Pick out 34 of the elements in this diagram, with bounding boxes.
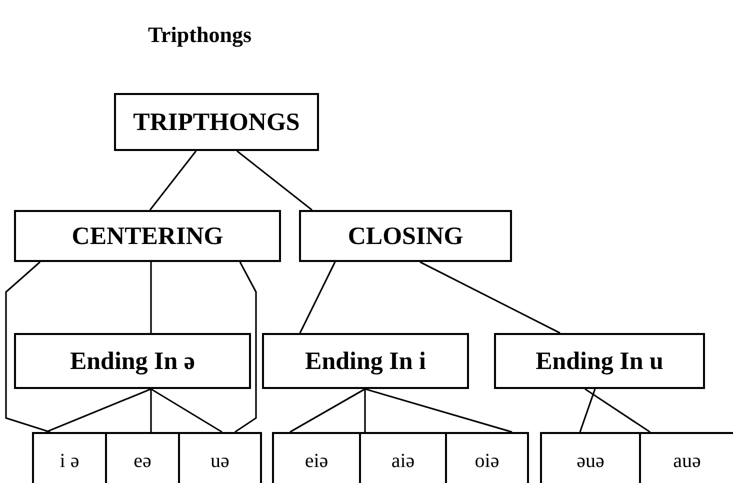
phoneme-text: i ə [60, 450, 80, 470]
connector-line [150, 262, 152, 333]
category-box [14, 333, 251, 389]
category-box [262, 333, 469, 389]
connector-line [420, 261, 560, 334]
phoneme-text: eiə [304, 450, 328, 470]
category-box [14, 210, 281, 262]
phoneme-box [540, 432, 641, 483]
connector-line [5, 261, 50, 433]
phoneme-box [445, 432, 529, 483]
phoneme-box [272, 432, 361, 483]
connector-line [299, 262, 336, 334]
connector-line [149, 150, 197, 210]
connector-line [234, 262, 257, 433]
connector-line [150, 389, 152, 432]
connector-line [46, 388, 152, 433]
connector-line [364, 388, 512, 433]
category-box [494, 333, 705, 389]
connector-line [364, 389, 366, 432]
phoneme-box [32, 432, 107, 483]
phoneme-text: oiə [474, 450, 500, 470]
connector-line [236, 150, 312, 211]
category-label: Ending In u [536, 348, 664, 374]
category-label: Ending In ə [70, 348, 196, 374]
phoneme-text: aiə [391, 450, 415, 470]
category-box [114, 93, 319, 151]
connector-line [579, 388, 596, 432]
phoneme-box [178, 432, 262, 483]
diagram-title: Tripthongs [148, 22, 252, 48]
category-box [299, 210, 512, 262]
connector-line [584, 388, 650, 433]
connector-line [290, 388, 366, 433]
connector-line [150, 388, 222, 433]
category-label: Ending In i [305, 348, 426, 374]
